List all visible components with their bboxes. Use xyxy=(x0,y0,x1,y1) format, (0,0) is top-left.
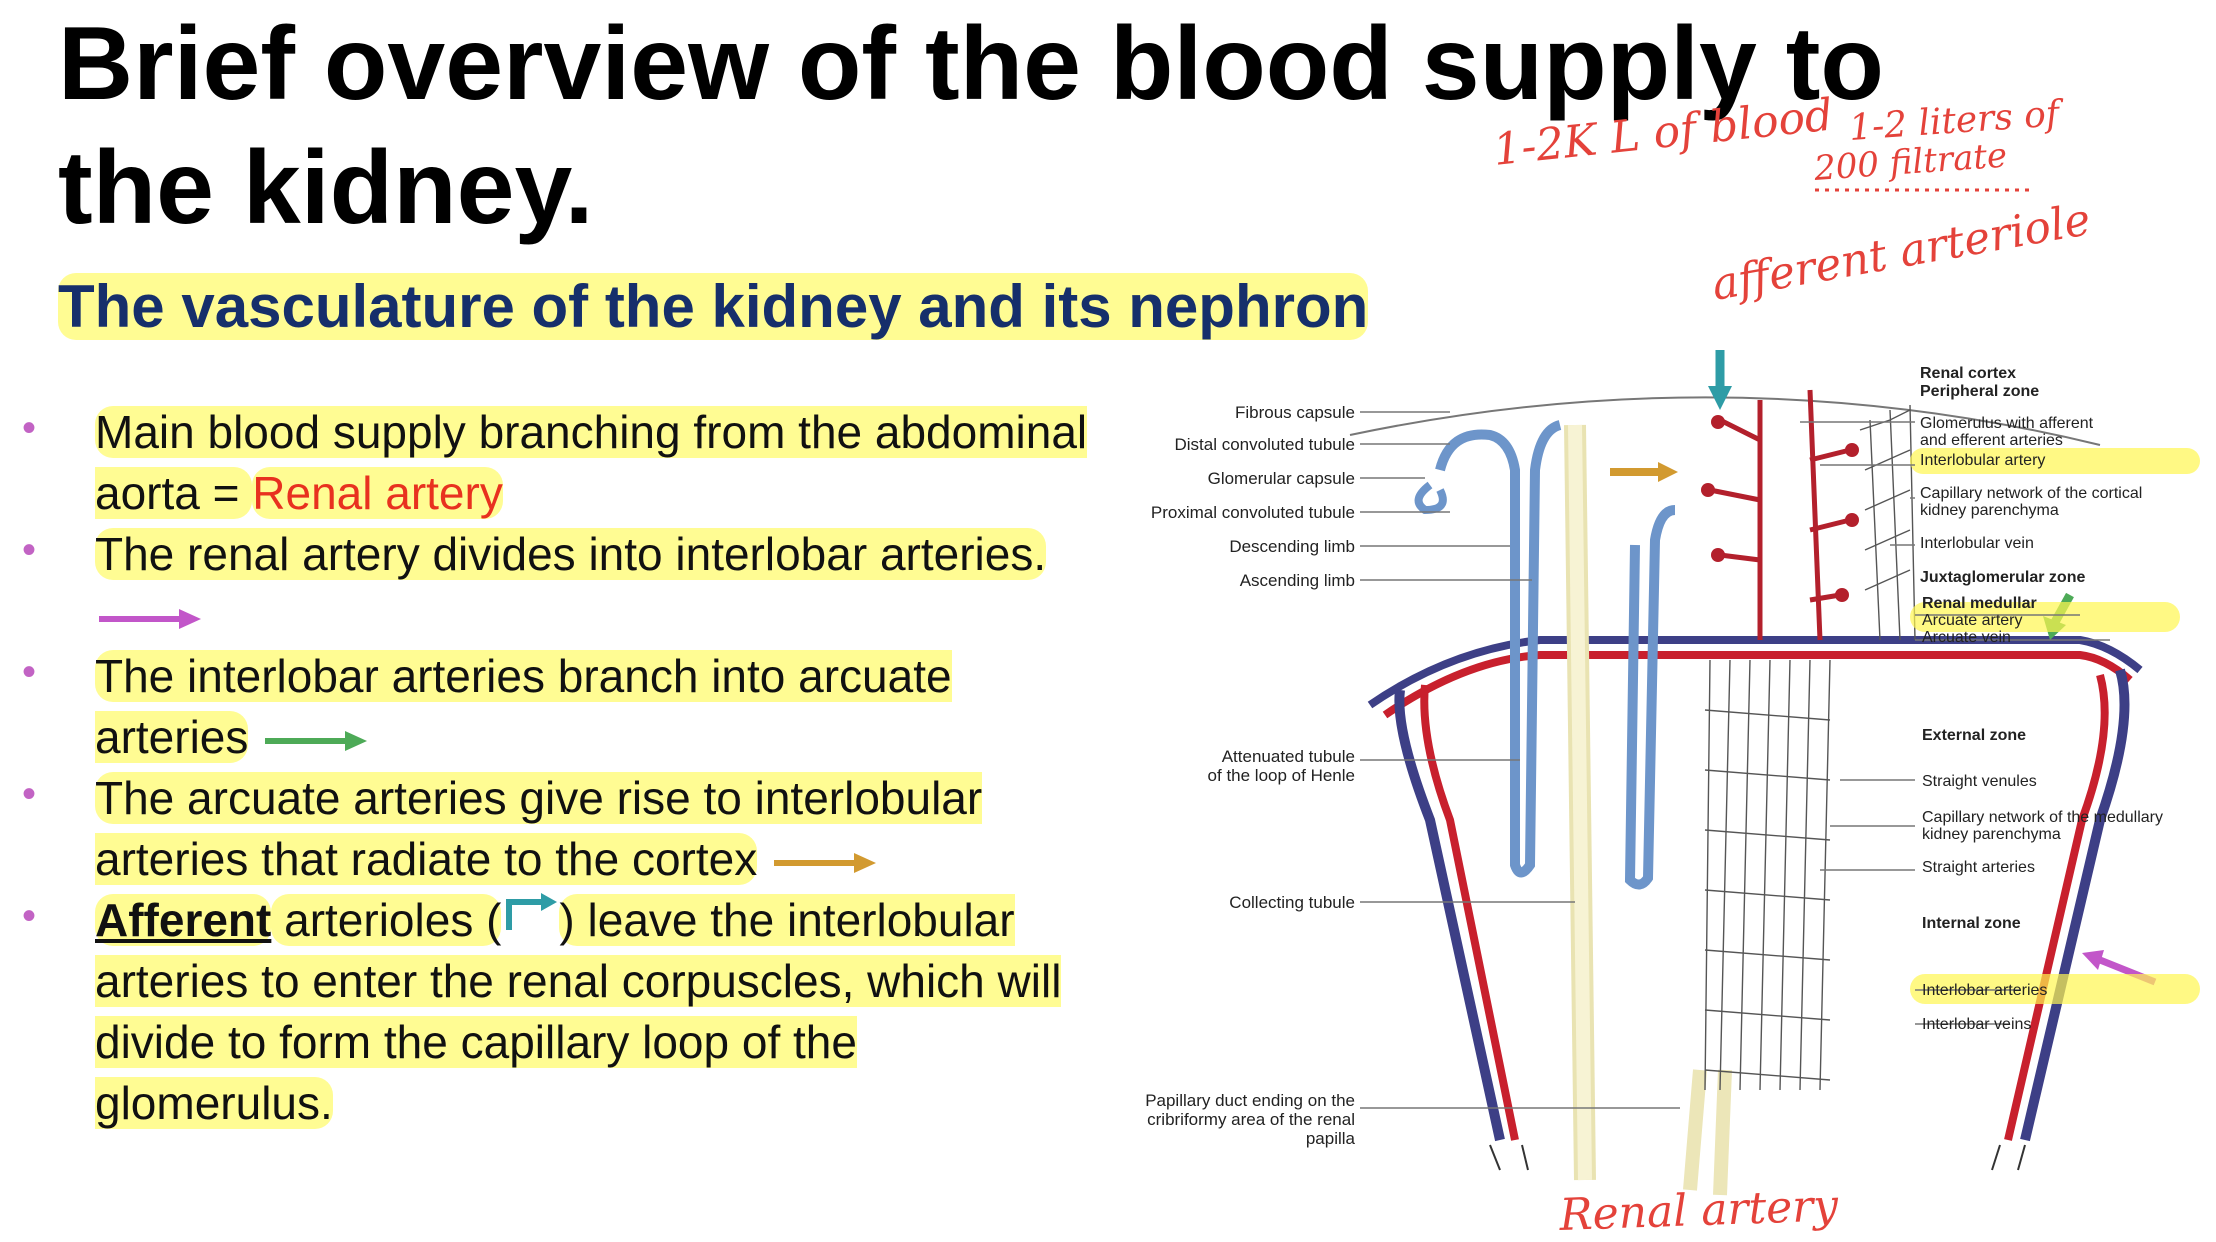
afferent-term: Afferent xyxy=(95,894,272,946)
handwritten-note: Renal artery xyxy=(1558,1180,1840,1241)
diagram-label: of the loop of Henle xyxy=(1208,766,1355,785)
nephron-loop-1 xyxy=(1435,420,1562,878)
renal-artery-term: Renal artery xyxy=(252,467,503,519)
diagram-label: Ascending limb xyxy=(1240,571,1355,590)
flow-arrow xyxy=(1521,1144,1529,1171)
diagram-label: and efferent arteries xyxy=(1920,432,2063,449)
diagram-label: Capillary network of the medullary xyxy=(1922,809,2163,826)
bullet-item: • Main blood supply branching from the a… xyxy=(20,402,1100,524)
fibrous-capsule-line xyxy=(1349,396,2101,446)
flow-arrow xyxy=(2017,1144,2026,1171)
diagram-label: Arcuate artery xyxy=(1922,612,2022,629)
diagram-label: papilla xyxy=(1306,1129,1356,1148)
papillary-duct xyxy=(1683,1069,1732,1196)
capillary-network xyxy=(1704,404,1916,1091)
diagram-label: Distal convoluted tubule xyxy=(1174,435,1355,454)
slide-subtitle-text: The vasculature of the kidney and its ne… xyxy=(58,273,1369,340)
diagram-label: Straight venules xyxy=(1922,773,2037,790)
glomerulus xyxy=(1835,588,1849,602)
diagram-label: Renal medullar xyxy=(1922,595,2037,612)
collecting-duct-inner xyxy=(1568,424,1592,1181)
bullet-dot-icon: • xyxy=(22,894,37,938)
label-highlight xyxy=(1910,448,2200,474)
diagram-label: Interlobar veins xyxy=(1922,1016,2031,1033)
flow-arrow xyxy=(1489,1144,1501,1171)
interlobar-vein-left xyxy=(1394,689,1505,1142)
proximal-tubule xyxy=(1414,481,1447,515)
bullet-item: • The renal artery divides into interlob… xyxy=(20,524,1100,646)
diagram-label: Straight arteries xyxy=(1922,859,2035,876)
kidney-vasculature-diagram: Fibrous capsule Distal convoluted tubule… xyxy=(1145,350,2200,1196)
diagram-label: Fibrous capsule xyxy=(1235,403,1355,422)
diagram-label: Glomerular capsule xyxy=(1208,469,1355,488)
interlobar-vein-right xyxy=(2020,668,2130,1142)
label-highlight xyxy=(1910,602,2180,632)
bullet-text: The renal artery divides into interlobar… xyxy=(95,528,1047,580)
arcuate-vein xyxy=(1367,636,2143,709)
arcuate-artery xyxy=(1382,651,2133,719)
diagram-label: Interlobar arteries xyxy=(1922,982,2047,999)
handwritten-note: 200 filtrate xyxy=(1812,136,2009,189)
glomerulus xyxy=(1701,483,1715,497)
diagram-label: cribriformy area of the renal xyxy=(1147,1110,1355,1129)
label-highlight xyxy=(1910,974,2200,1004)
orange-pointer-arrow xyxy=(1610,462,1678,482)
bullet-item: • The interlobar arteries branch into ar… xyxy=(20,646,1100,768)
interlobar-artery-left xyxy=(1420,684,1519,1141)
diagram-label: Arcuate vein xyxy=(1922,629,2011,646)
bullet-item: • The arcuate arteries give rise to inte… xyxy=(20,768,1100,890)
purple-arrow-icon xyxy=(99,608,201,629)
diagram-label: Internal zone xyxy=(1922,915,2021,932)
diagram-label: Interlobular vein xyxy=(1920,535,2034,552)
diagram-label: Capillary network of the cortical xyxy=(1920,485,2142,502)
bullet-dot-icon: • xyxy=(22,772,37,816)
bullet-dot-icon: • xyxy=(22,406,37,450)
bullet-item: • Afferent arterioles ( ) leave the inte… xyxy=(20,890,1100,1134)
glomerulus xyxy=(1845,443,1859,457)
teal-pointer-arrow xyxy=(1708,350,1732,410)
nephron-loop-2 xyxy=(1624,505,1676,890)
flow-arrow xyxy=(1991,1144,2001,1171)
teal-arrow-icon xyxy=(506,893,558,930)
diagram-label: kidney parenchyma xyxy=(1920,502,2059,519)
diagram-label: kidney parenchyma xyxy=(1922,826,2061,843)
left-leader-lines xyxy=(1360,411,1680,1109)
diagram-label: Juxtaglomerular zone xyxy=(1920,569,2085,586)
slide-title-text: Brief overview of the blood supply to th… xyxy=(58,6,1884,246)
interlobar-artery-right xyxy=(2004,673,2109,1141)
diagram-label: Interlobular artery xyxy=(1920,452,2045,469)
diagram-label: Glomerulus with afferent xyxy=(1920,415,2094,432)
glomerulus xyxy=(1845,513,1859,527)
right-labels: Renal cortex Peripheral zone Glomerulus … xyxy=(1920,365,2163,1033)
green-arrow-icon xyxy=(265,730,368,751)
glomerulus xyxy=(1711,548,1725,562)
diagram-label: Renal cortex xyxy=(1920,365,2016,382)
handwritten-note: afferent arteriole xyxy=(1708,194,2094,311)
diagram-label: Descending limb xyxy=(1229,537,1355,556)
slide-title: Brief overview of the blood supply to th… xyxy=(58,2,1958,250)
diagram-label: External zone xyxy=(1922,727,2026,744)
left-labels: Fibrous capsule Distal convoluted tubule… xyxy=(1145,403,1355,1148)
diagram-label: Papillary duct ending on the xyxy=(1145,1091,1355,1110)
handwritten-note: 1-2K L of blood xyxy=(1491,90,1836,176)
bullet-list: • Main blood supply branching from the a… xyxy=(20,402,1100,1134)
bullet-text: arterioles ( xyxy=(271,894,502,946)
bullet-dot-icon: • xyxy=(22,650,37,694)
interlobular-artery xyxy=(1709,389,1851,641)
glomerulus xyxy=(1711,415,1725,429)
diagram-label: Collecting tubule xyxy=(1229,893,1355,912)
right-leader-lines xyxy=(1800,421,2110,1025)
diagram-label: Proximal convoluted tubule xyxy=(1151,503,1355,522)
diagram-label: Peripheral zone xyxy=(1920,383,2039,400)
diagram-label: Attenuated tubule xyxy=(1222,747,1355,766)
orange-arrow-icon xyxy=(774,852,877,873)
bullet-dot-icon: • xyxy=(22,528,37,572)
slide-subtitle: The vasculature of the kidney and its ne… xyxy=(58,272,1369,342)
